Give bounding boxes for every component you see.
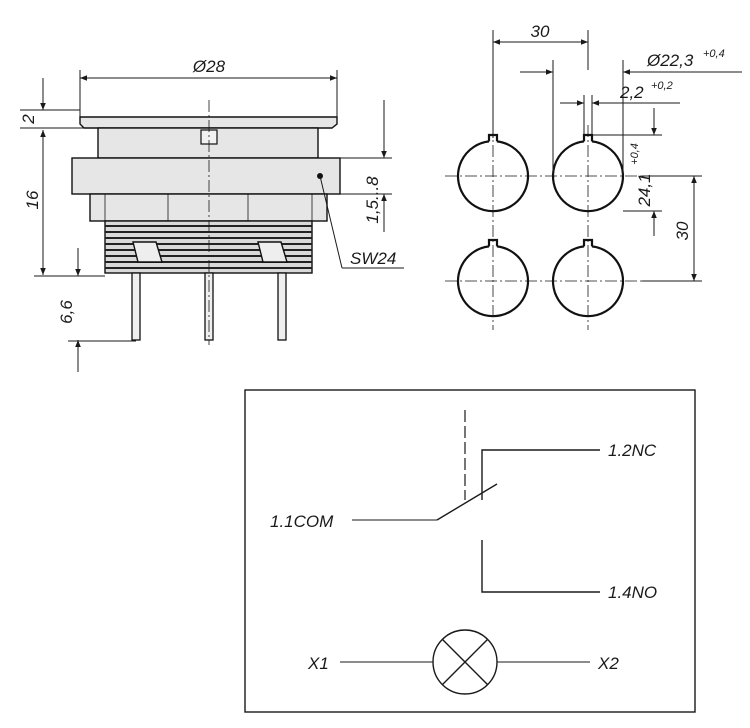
hex-nut bbox=[89, 193, 328, 222]
latch-left bbox=[132, 241, 163, 263]
wrench-size-label: SW24 bbox=[350, 249, 396, 268]
nc-label: 1.2NC bbox=[608, 441, 657, 460]
switch-contact bbox=[436, 483, 498, 521]
dim-key-depth-label: 24,1 bbox=[635, 173, 654, 207]
cutout-view: 30 Ø22,3 +0,4 2,2 +0,2 24,1 +0,4 30 bbox=[445, 22, 742, 330]
latch-right bbox=[257, 241, 288, 263]
dim-pitch-x-label: 30 bbox=[531, 22, 550, 41]
com-label: 1.1COM bbox=[270, 512, 334, 531]
no-label: 1.4NO bbox=[608, 583, 657, 602]
nc-path bbox=[481, 449, 600, 500]
dim-body-height-label: 16 bbox=[23, 190, 42, 209]
dim-key-width-label: 2,2 bbox=[619, 83, 644, 102]
lamp-right-label: X2 bbox=[597, 654, 619, 673]
dim-pin-length-label: 6,6 bbox=[57, 300, 76, 324]
dim-hole-diameter-label: Ø22,3 bbox=[646, 51, 694, 70]
circuit-diagram: 1.1COM 1.2NC 1.4NO X1 X2 bbox=[244, 389, 696, 713]
terminal-pin-left bbox=[131, 272, 141, 341]
cutout-hole-bottom-left bbox=[456, 238, 530, 318]
button-cap bbox=[79, 116, 338, 129]
no-path bbox=[481, 540, 600, 593]
dim-hole-diameter-tol: +0,4 bbox=[703, 48, 725, 60]
circuit-frame bbox=[244, 389, 696, 713]
cutout-hole-bottom-right bbox=[551, 238, 625, 318]
lamp-icon bbox=[432, 629, 498, 695]
mounting-flange bbox=[71, 157, 341, 195]
cutout-hole-top-right bbox=[551, 133, 625, 213]
dim-key-width-tol: +0,2 bbox=[651, 80, 673, 92]
front-view: Ø28 2 16 6,6 1,5...8 SW24 bbox=[19, 57, 404, 372]
terminal-pin-right bbox=[277, 272, 287, 341]
lamp-left-label: X1 bbox=[307, 654, 329, 673]
dim-diameter-label: Ø28 bbox=[192, 57, 226, 76]
dim-pitch-y-label: 30 bbox=[673, 221, 692, 240]
dim-cap-height-label: 2 bbox=[19, 114, 38, 125]
dim-key-depth-tol: +0,4 bbox=[629, 143, 641, 165]
dim-panel-range-label: 1,5...8 bbox=[363, 176, 382, 224]
